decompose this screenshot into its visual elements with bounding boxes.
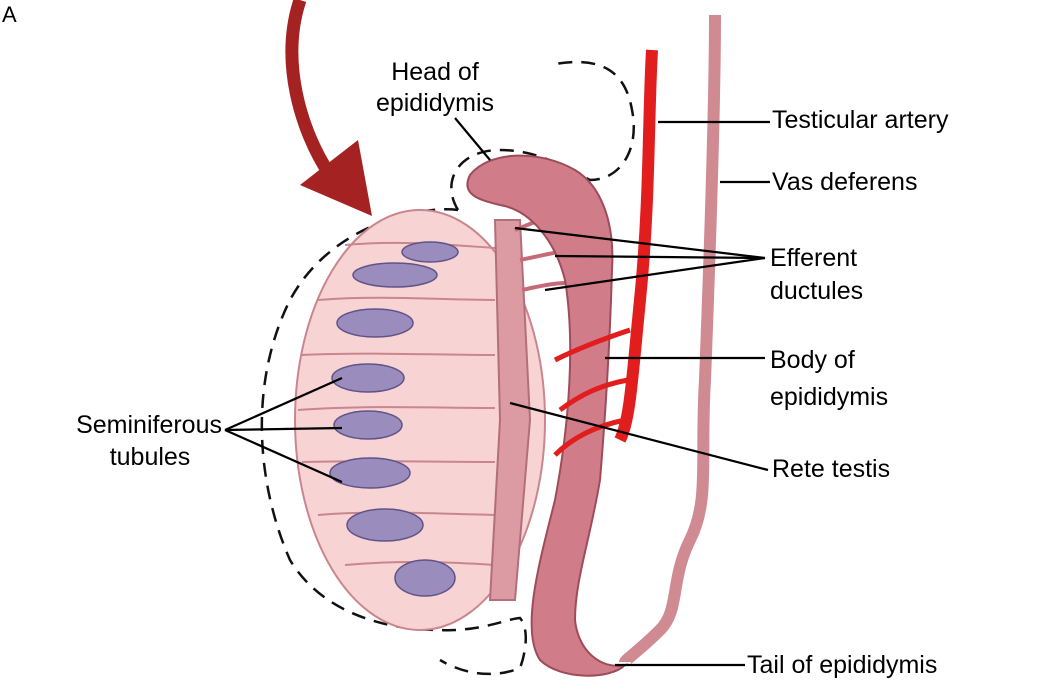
label-efferent-ductules-1: Efferent — [770, 243, 857, 273]
label-seminiferous-tubules-1: Seminiferous — [0, 410, 222, 440]
label-body-epididymis-2: epididymis — [770, 382, 888, 412]
curved-arrow — [292, 0, 330, 175]
label-rete-testis: Rete testis — [772, 454, 890, 484]
label-tail-epididymis: Tail of epididymis — [747, 650, 937, 680]
label-vas-deferens: Vas deferens — [772, 167, 917, 197]
figure-letter: A — [2, 0, 17, 30]
label-head-epididymis-1: Head of — [360, 57, 510, 87]
label-testicular-artery: Testicular artery — [772, 105, 948, 135]
label-head-epididymis-2: epididymis — [345, 88, 525, 118]
label-efferent-ductules-2: ductules — [770, 276, 863, 306]
label-seminiferous-tubules-2: tubules — [90, 442, 210, 472]
label-body-epididymis-1: Body of — [770, 345, 855, 375]
